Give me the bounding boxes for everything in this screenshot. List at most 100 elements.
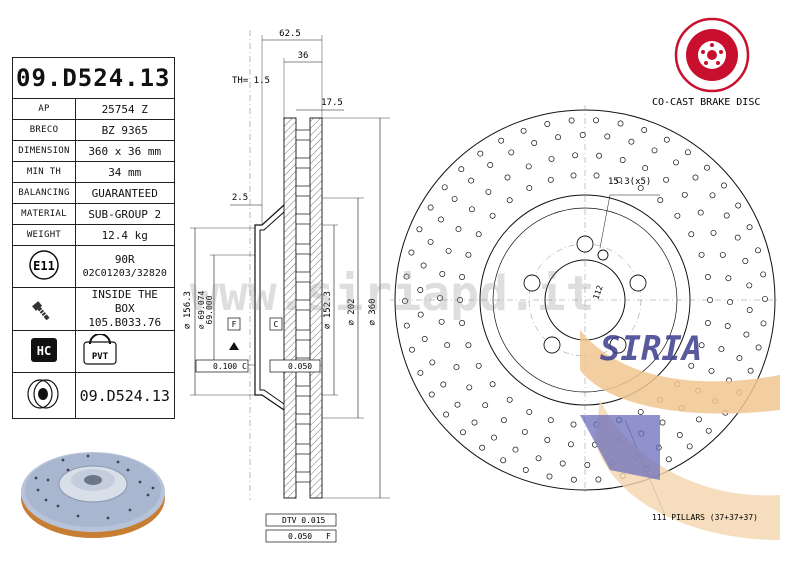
drilled-hole [695,416,702,423]
drilled-hole [468,206,475,213]
drilled-hole [535,455,542,462]
dim-center-bore-max: ∅ 69.074 [197,291,206,330]
drilled-hole [688,362,695,369]
drilled-hole [723,212,730,219]
drilled-hole [704,274,711,280]
drilled-hole [455,226,462,233]
drilled-hole [697,209,704,216]
dim-hole-size: 15.3(x5) [608,177,651,187]
drilled-hole [651,147,658,154]
cross-section-view [190,30,390,543]
drilled-hole [686,443,693,450]
drilled-hole [584,462,591,468]
watermark-text: www.siriapd.it [190,266,595,322]
drilled-hole [698,251,705,258]
drilled-hole [491,434,497,441]
drilled-hole [547,417,554,424]
drilled-hole [596,152,603,159]
drilled-hole [617,120,624,127]
drilled-hole [417,287,424,293]
drilled-hole [475,231,482,238]
drilled-hole [718,346,725,353]
drilled-hole [736,355,743,362]
wheel-stud-holes [523,235,647,354]
screw-icon [32,300,50,320]
drilled-hole [508,149,515,156]
drilled-hole [479,444,486,451]
drilled-hole [719,251,726,258]
drilled-hole [440,381,447,388]
drilled-hole [762,295,768,302]
drilled-hole [489,212,496,219]
drilled-hole [438,318,445,325]
drilled-hole [673,159,679,166]
drilled-hole [746,307,753,313]
drilled-hole [657,197,664,204]
drilled-hole [708,367,715,374]
datum-c: C [274,320,279,329]
drilled-hole [485,188,492,195]
hc-badge-text: HC [37,344,51,358]
drilled-hole [465,342,472,349]
drilled-hole [437,294,443,301]
drilled-hole [429,359,436,366]
drilled-hole [444,342,451,349]
drilled-hole [427,204,434,211]
drilled-hole [439,271,446,277]
drilled-hole [570,421,577,428]
e11-circle-icon: E11 [29,250,59,280]
drilled-hole [465,251,472,258]
drilled-hole [525,163,532,170]
drilled-hole [445,247,452,254]
e11-line1: 90R [114,252,135,266]
drilled-hole [546,473,553,480]
drilled-hole [506,197,513,204]
drilled-hole [403,273,410,280]
disc-side-icon [27,379,59,409]
drilled-hole [567,441,574,448]
drilled-hole [409,346,415,353]
bottom-part-number: 09.D524.13 [75,372,175,419]
drilled-hole [428,391,435,398]
drilled-hole [642,165,649,172]
dim-bore-diameter: ∅ 156.3 [183,291,193,329]
drilled-hole [417,369,424,376]
drilled-hole [451,195,458,202]
drilled-hole [710,229,717,236]
drilled-hole [568,117,575,124]
inside-box-row: INSIDE THE BOX 105.B033.76 [12,287,175,331]
drilled-hole [544,121,551,127]
drilled-hole [466,384,473,391]
datum-f: F [232,320,237,329]
drilled-hole [572,152,579,159]
tol-circularity-ref: C [242,362,247,371]
drilled-hole [547,176,554,183]
drilled-hole [454,401,461,408]
drilled-hole [684,149,691,156]
drilled-hole [475,362,482,369]
tol-runout-ref: F [326,532,331,541]
drilled-hole [579,132,586,138]
disc-photo [21,452,165,538]
dim-flange: 17.5 [321,98,343,108]
drilled-hole [659,419,666,426]
drilled-hole [544,437,551,443]
drilled-hole [725,275,732,282]
drilled-hole [482,402,489,409]
drilled-hole [520,127,527,134]
dim-disc-width: 36 [298,51,309,61]
spec-value: SUB-GROUP 2 [75,203,175,225]
drilled-hole [674,212,681,219]
drilled-hole [760,271,767,278]
drilled-hole [421,336,428,342]
co-cast-brand-icon [674,17,750,93]
drilled-hole [460,429,466,436]
drilled-hole [593,117,600,124]
drilled-hole [755,344,762,351]
bottom-code-row: 09.D524.13 [12,372,175,419]
